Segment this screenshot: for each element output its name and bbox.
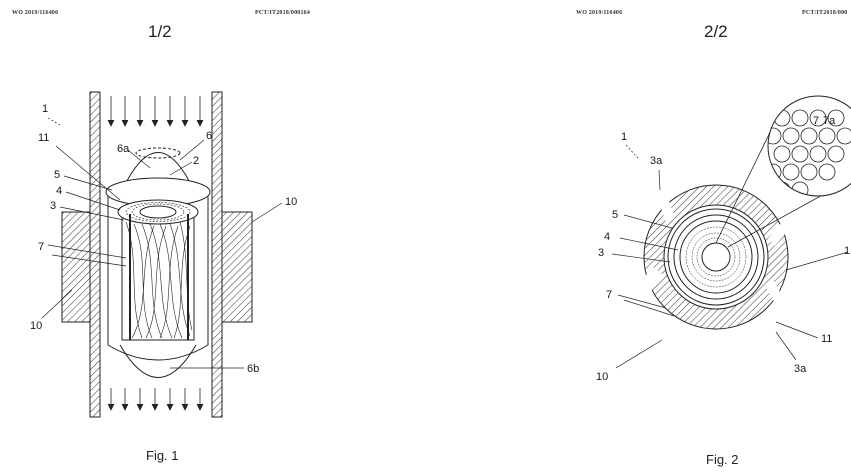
- ref-3a-bottom: 3a: [794, 363, 807, 375]
- ref-4: 4: [56, 185, 62, 197]
- central-hole: [139, 205, 177, 219]
- central-hole: [701, 242, 731, 272]
- figure-caption: Fig. 1: [146, 448, 179, 463]
- figure-1-drawing: 1 11 6a 6 2 5 4 3 10 7 10 6b: [30, 91, 297, 418]
- fiber-bundle: [685, 226, 747, 288]
- leader-lines: [41, 117, 283, 369]
- ref-10-left: 10: [30, 320, 42, 332]
- ring-5: [679, 220, 753, 294]
- ref-2: 2: [193, 155, 199, 167]
- wire-strands: [125, 221, 193, 339]
- drawing-sheet-2: WO 2019/116406 PCT/IT2018/000 2/2: [426, 0, 851, 472]
- ref-11: 11: [38, 132, 49, 144]
- coil-block-right: [221, 211, 253, 323]
- ref-11: 11: [821, 333, 832, 345]
- sleeve: [107, 195, 209, 361]
- detail-magnifier: [767, 95, 851, 197]
- publication-number: WO 2019/116406: [576, 10, 623, 16]
- ref-1: 1: [42, 103, 48, 115]
- ref-7: 7: [38, 241, 44, 253]
- ref-6b: 6b: [247, 363, 259, 375]
- ref-6a: 6a: [117, 143, 130, 155]
- rotation-arrow: [135, 147, 181, 159]
- application-number: PCT/IT2018/000164: [255, 10, 311, 16]
- lens-bottom: [119, 344, 197, 378]
- pipe-wall-left: [89, 91, 101, 418]
- ref-10: 10: [596, 371, 608, 383]
- ref-3a-top: 3a: [650, 155, 663, 167]
- ref-5: 5: [612, 209, 618, 221]
- fiber-ring: [125, 202, 191, 222]
- flow-arrows-bottom: [107, 388, 204, 411]
- page-number: 2/2: [704, 22, 728, 41]
- figure-caption: Fig. 2: [706, 452, 739, 467]
- lens-top: [119, 152, 197, 196]
- ref-4: 4: [604, 231, 610, 243]
- ref-7a: 7a: [823, 115, 836, 127]
- flow-arrows-top: [107, 96, 204, 127]
- page-number: 1/2: [148, 22, 172, 41]
- filter-cylinder: [121, 211, 195, 341]
- publication-number: WO 2019/116406: [12, 10, 59, 16]
- ref-1: 1: [621, 131, 627, 143]
- drawing-sheet-1: WO 2019/116406 PCT/IT2018/000164 1/2: [0, 0, 425, 472]
- ref-10-right: 10: [285, 196, 297, 208]
- ref-7: 7: [606, 289, 612, 301]
- zoom-line-a: [715, 119, 777, 244]
- application-number: PCT/IT2018/000: [802, 10, 848, 16]
- figure-2-drawing: 1 3a 7 7a 5 4 3 1 7 11 3a 10: [596, 95, 851, 383]
- ref-6: 6: [206, 130, 212, 142]
- ref-10-right: 1: [844, 245, 850, 257]
- leader-lines: [611, 144, 849, 369]
- ref-3: 3: [598, 247, 604, 259]
- ref-3: 3: [50, 200, 56, 212]
- reference-numerals: 1 3a 7 7a 5 4 3 1 7 11 3a 10: [596, 115, 850, 383]
- ref-5: 5: [54, 169, 60, 181]
- coil-block-left: [61, 211, 91, 323]
- reference-numerals: 1 11 6a 6 2 5 4 3 10 7 10 6b: [30, 103, 297, 375]
- ref-7-detail: 7: [813, 115, 819, 127]
- ring-4: [673, 214, 759, 300]
